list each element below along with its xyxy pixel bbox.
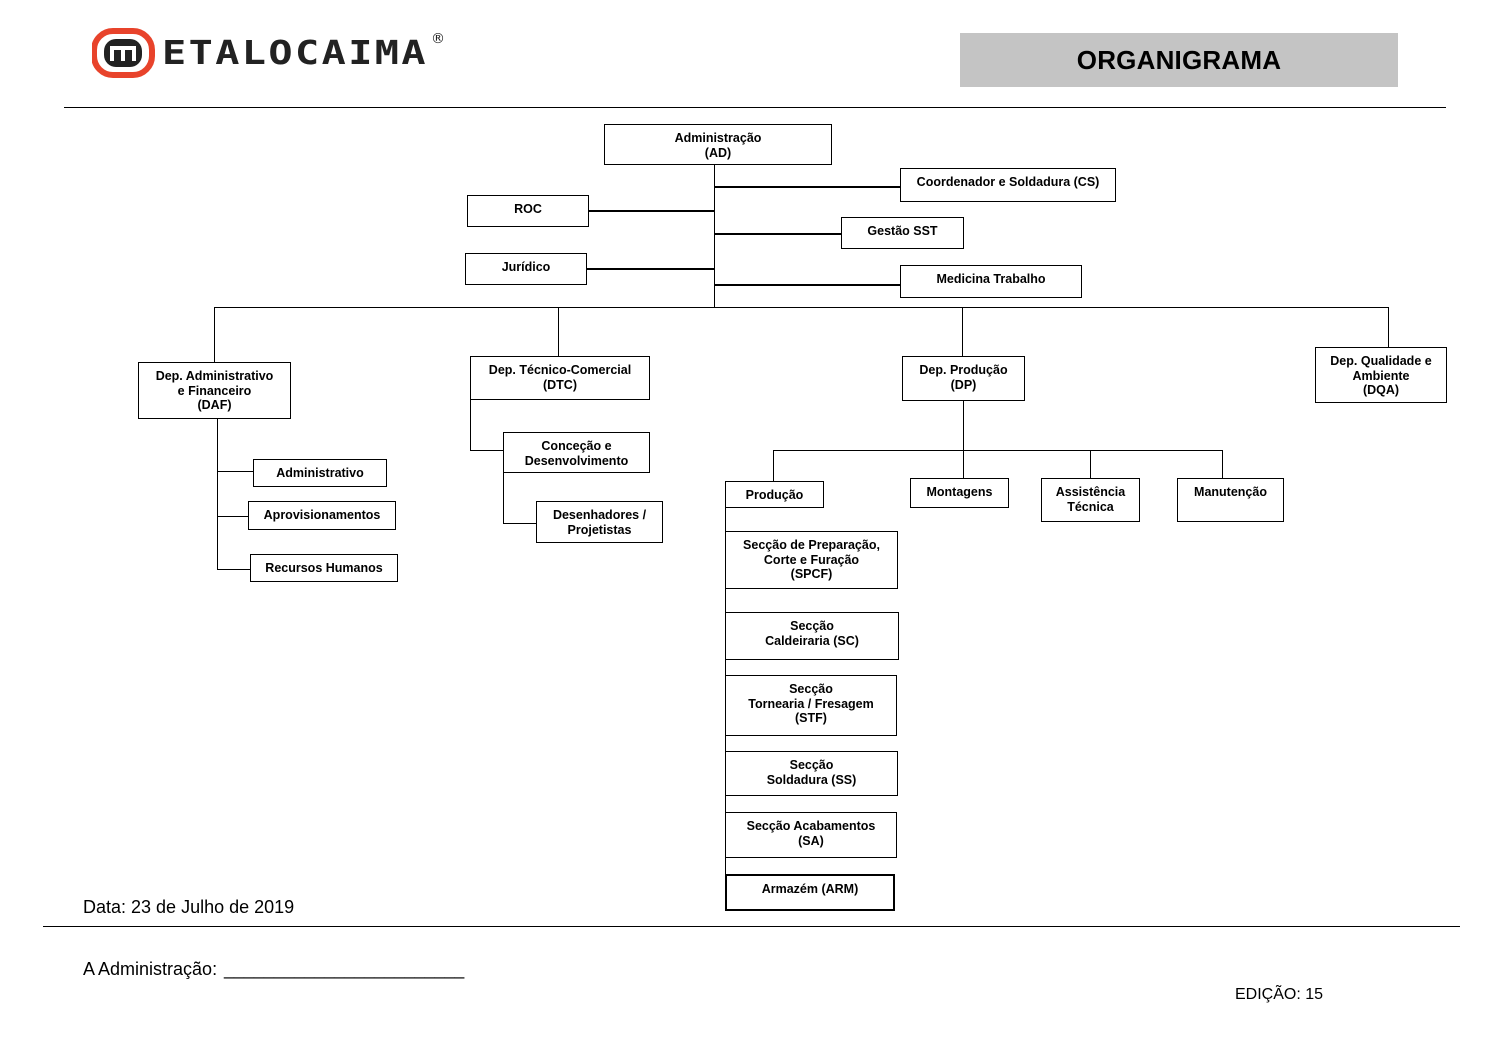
connector	[773, 450, 1223, 451]
connector	[503, 473, 504, 524]
connector	[714, 164, 715, 307]
signature-label: A Administração:	[83, 959, 218, 979]
connector	[558, 307, 559, 356]
connector	[214, 307, 1389, 308]
box-armazem: Armazém (ARM)	[725, 874, 895, 911]
box-dep-daf: Dep. Administrativo e Financeiro (DAF)	[138, 362, 291, 419]
box-seccao-ss: Secção Soldadura (SS)	[725, 751, 898, 796]
connector	[962, 307, 963, 356]
connector	[714, 233, 842, 235]
connector	[1222, 450, 1223, 478]
box-administrativo: Administrativo	[253, 459, 387, 487]
box-seccao-sc: Secção Caldeiraria (SC)	[725, 612, 899, 660]
box-desenhadores-projetistas: Desenhadores / Projetistas	[536, 501, 663, 543]
connector	[503, 523, 537, 524]
connector	[217, 569, 250, 570]
header-divider	[64, 107, 1446, 108]
connector	[589, 210, 715, 212]
registered-mark: ®	[431, 31, 445, 47]
box-recursos-humanos: Recursos Humanos	[250, 554, 398, 582]
box-seccao-sa: Secção Acabamentos (SA)	[725, 812, 897, 858]
connector	[1388, 307, 1389, 347]
footer-divider	[43, 926, 1460, 927]
connector	[1090, 450, 1091, 478]
connector	[217, 419, 218, 570]
connector	[714, 186, 900, 188]
connector	[470, 400, 471, 451]
page-title: ORGANIGRAMA	[960, 33, 1398, 87]
date-label: Data: 23 de Julho de 2019	[83, 897, 295, 917]
company-logo: ETALOCAIMA ®	[91, 28, 452, 80]
box-administracao: Administração (AD)	[604, 124, 832, 165]
box-roc: ROC	[467, 195, 589, 227]
box-producao: Produção	[725, 481, 824, 508]
box-dep-dtc: Dep. Técnico-Comercial (DTC)	[470, 356, 650, 400]
box-juridico: Jurídico	[465, 253, 587, 285]
connector	[963, 401, 964, 479]
signature-line: ________________________	[224, 959, 465, 979]
box-dep-dqa: Dep. Qualidade e Ambiente (DQA)	[1315, 347, 1447, 403]
box-assistencia-tecnica: Assistência Técnica	[1041, 478, 1140, 522]
connector	[587, 268, 715, 270]
box-coordenador-soldadura: Coordenador e Soldadura (CS)	[900, 168, 1116, 202]
connector	[217, 471, 253, 472]
box-montagens: Montagens	[910, 478, 1009, 508]
box-medicina-trabalho: Medicina Trabalho	[900, 265, 1082, 298]
connector	[214, 307, 215, 362]
edition-label: EDIÇÃO: 15	[1235, 986, 1324, 1003]
connector	[773, 450, 774, 482]
connector	[217, 516, 249, 517]
box-seccao-stf: Secção Tornearia / Fresagem (STF)	[725, 675, 897, 736]
box-concecao-desenvolvimento: Conceção e Desenvolvimento	[503, 432, 650, 473]
box-manutencao: Manutenção	[1177, 478, 1284, 522]
connector	[714, 284, 900, 286]
box-seccao-spcf: Secção de Preparação, Corte e Furação (S…	[725, 531, 898, 589]
box-aprovisionamentos: Aprovisionamentos	[248, 501, 396, 530]
svg-text:ETALOCAIMA: ETALOCAIMA	[162, 33, 428, 72]
box-gestao-sst: Gestão SST	[841, 217, 964, 249]
box-dep-dp: Dep. Produção (DP)	[902, 356, 1025, 401]
connector	[470, 450, 503, 451]
